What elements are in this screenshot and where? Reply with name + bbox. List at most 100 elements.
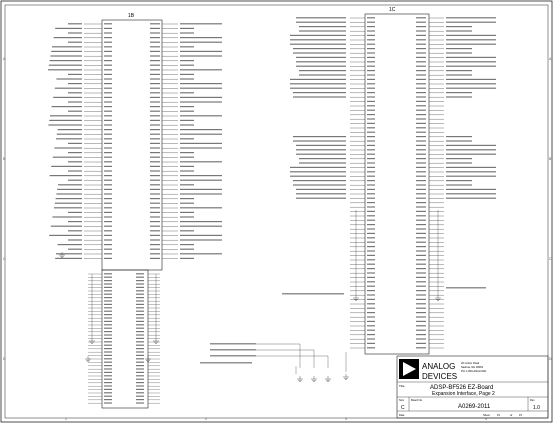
pin-name-mark (416, 342, 426, 344)
net-label-mark (50, 225, 82, 227)
pin-name-mark (104, 399, 112, 401)
board-no-label: Board No. (411, 398, 423, 402)
pin-name-mark (136, 300, 144, 302)
pin-name-mark (104, 133, 112, 135)
pin-name-mark (104, 198, 112, 200)
zone-letter: D (3, 357, 6, 361)
pin-name-mark (104, 216, 112, 218)
pin-name-mark (416, 320, 426, 322)
net-label-mark (296, 193, 346, 195)
net-label-mark (53, 37, 82, 39)
net-label-mark (180, 23, 222, 25)
pin-name-mark (104, 124, 112, 126)
net-label-mark (68, 92, 82, 94)
pin-name-mark (104, 320, 112, 322)
net-label-mark (299, 70, 346, 72)
connector-1c-left-pins (282, 17, 375, 349)
pin-name-mark (367, 219, 375, 221)
pin-name-mark (416, 294, 426, 296)
pin-name-mark (136, 286, 144, 288)
pin-name-mark (150, 216, 160, 218)
net-label-mark (180, 184, 194, 186)
pin-name-mark (136, 307, 144, 309)
pin-name-mark (367, 48, 375, 50)
title-block-frame (396, 355, 549, 419)
title-line2: Expansion Interface, Page 2 (432, 391, 495, 397)
net-label-mark (180, 211, 194, 213)
pin-name-mark (367, 17, 375, 19)
net-label-mark (180, 27, 194, 29)
pin-name-mark (136, 392, 144, 394)
pin-name-mark (104, 273, 112, 275)
pin-name-mark (367, 118, 375, 120)
pin-name-mark (150, 69, 160, 71)
net-label-mark (180, 175, 222, 177)
pin-name-mark (416, 118, 426, 120)
pin-name-mark (104, 310, 112, 312)
net-label-mark (299, 158, 346, 160)
net-label-mark (446, 140, 472, 142)
net-label-mark (180, 110, 194, 112)
pin-name-mark (104, 138, 112, 140)
pin-name-mark (367, 259, 375, 261)
pin-name-mark (136, 344, 144, 346)
sheet-inner-border (4, 4, 549, 419)
pin-name-mark (367, 83, 375, 85)
pin-name-mark (367, 56, 375, 58)
pin-name-mark (367, 74, 375, 76)
pin-name-mark (367, 87, 375, 89)
zone-letter: B (3, 157, 6, 161)
net-label-mark (446, 74, 472, 76)
pin-name-mark (416, 184, 426, 186)
pin-name-mark (367, 162, 375, 164)
pin-name-mark (367, 272, 375, 274)
net-label-mark (180, 101, 222, 103)
pin-name-mark (104, 337, 112, 339)
pin-name-mark (104, 188, 112, 190)
net-label-mark (58, 184, 82, 186)
pin-name-mark (416, 246, 426, 248)
pin-name-mark (104, 375, 112, 377)
pin-name-mark (150, 32, 160, 34)
net-label-mark (68, 41, 82, 43)
pin-name-mark (104, 165, 112, 167)
zone-letter: D (549, 357, 552, 361)
pin-name-mark (416, 325, 426, 327)
net-label-mark (180, 96, 222, 98)
pin-name-mark (104, 307, 112, 309)
net-label-mark (446, 43, 496, 45)
connector-1c: 1C (282, 7, 496, 355)
date-label: Date (399, 413, 405, 417)
pin-name-mark (104, 331, 112, 333)
ground-icon (89, 338, 95, 344)
net-label-mark (180, 142, 222, 144)
net-label-mark (290, 171, 346, 173)
net-label-mark (48, 64, 82, 66)
net-label-mark (446, 52, 472, 54)
pin-name-mark (367, 312, 375, 314)
pin-name-mark (150, 133, 160, 135)
net-label-mark (180, 106, 194, 108)
pin-name-mark (416, 65, 426, 67)
net-label-mark (180, 69, 222, 71)
pin-name-mark (367, 30, 375, 32)
pin-name-mark (416, 334, 426, 336)
net-label-mark (57, 244, 82, 246)
pin-name-mark (367, 224, 375, 226)
pin-name-mark (150, 23, 160, 25)
pin-name-mark (367, 232, 375, 234)
net-label-mark (180, 221, 222, 223)
pin-name-mark (416, 241, 426, 243)
pin-name-mark (104, 378, 112, 380)
pin-name-mark (367, 171, 375, 173)
pin-name-mark (416, 298, 426, 300)
pin-name-mark (104, 354, 112, 356)
pin-name-mark (136, 303, 144, 305)
net-label-mark (68, 161, 82, 163)
pin-name-mark (367, 290, 375, 292)
net-label-mark (50, 55, 82, 57)
pin-name-mark (367, 210, 375, 212)
pin-name-mark (416, 312, 426, 314)
pin-name-mark (150, 248, 160, 250)
pin-name-mark (367, 228, 375, 230)
